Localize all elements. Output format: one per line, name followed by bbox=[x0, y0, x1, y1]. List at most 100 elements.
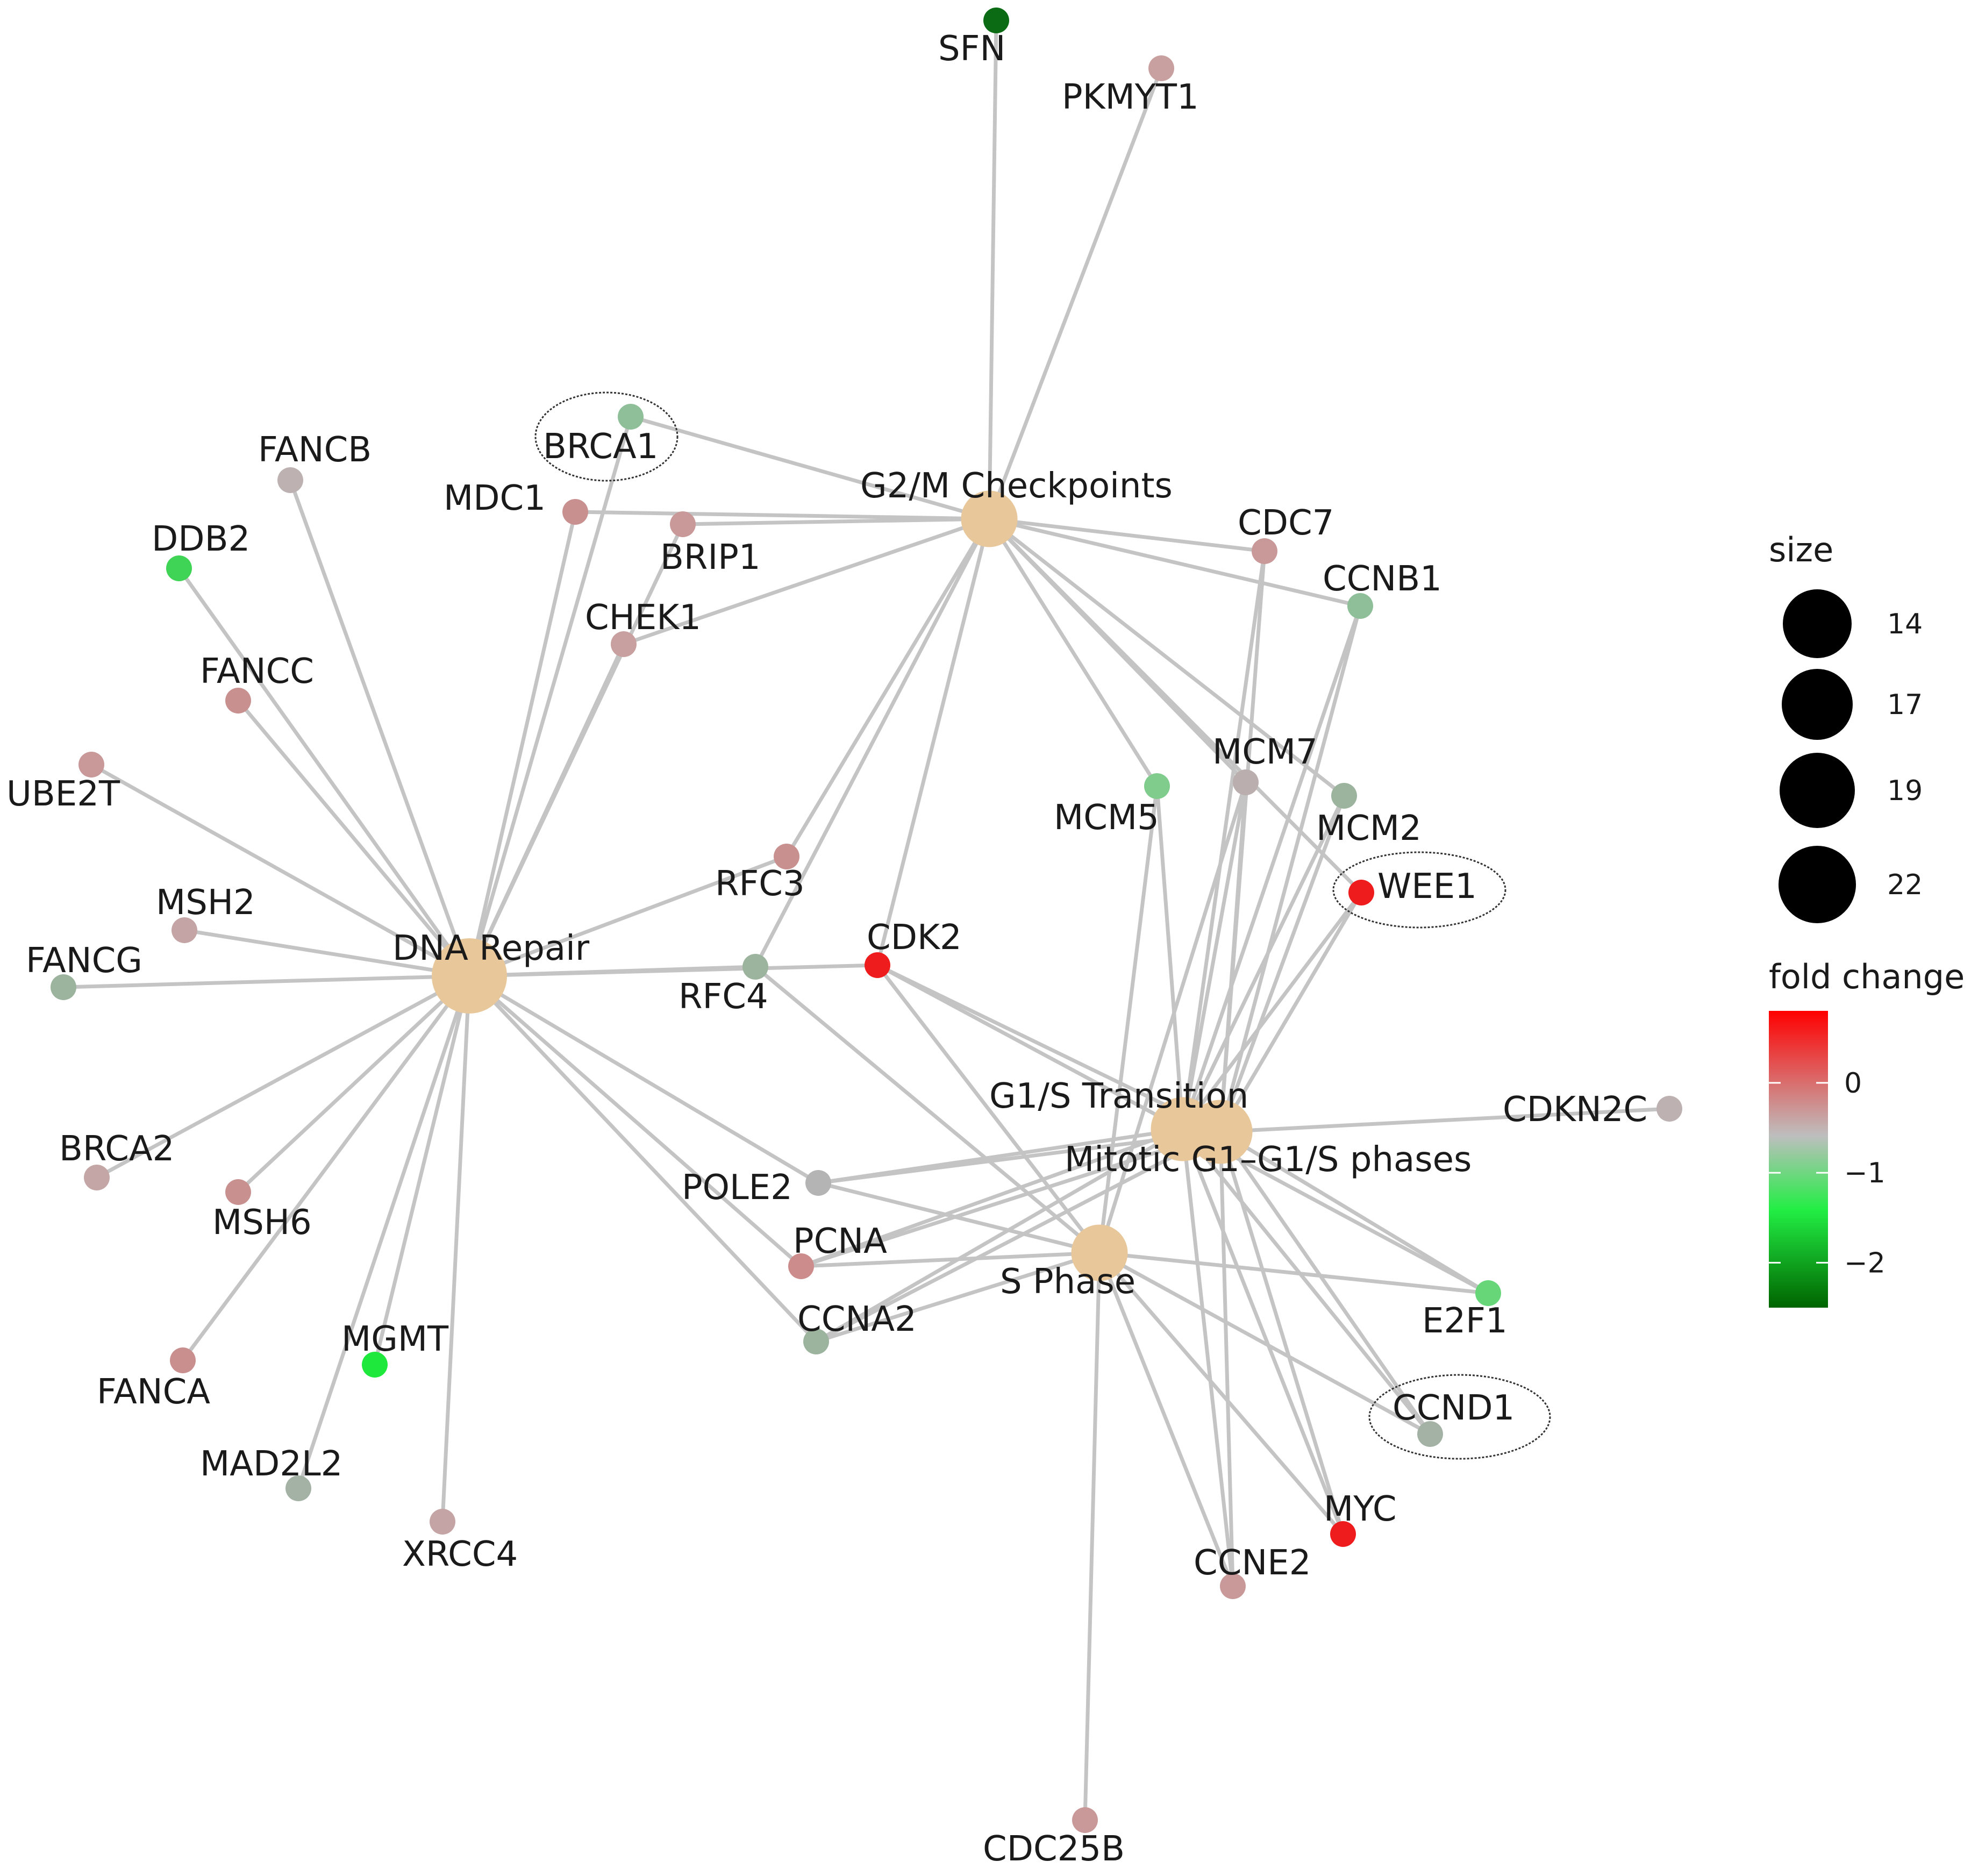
edge-PCNA-sph bbox=[801, 1251, 1100, 1268]
edge-CCND1-sph bbox=[1098, 1251, 1431, 1436]
gene-label-BRCA2: BRCA2 bbox=[59, 1129, 174, 1169]
edge-MDC1-g2m bbox=[575, 510, 990, 521]
category-label-mit: Mitotic G1–G1/S phases bbox=[1065, 1140, 1472, 1180]
edge-PCNA-g1s bbox=[800, 1127, 1184, 1268]
color-scale-ticks: 0−1−2 bbox=[1769, 1067, 1886, 1279]
edge-CDK2-g2m bbox=[875, 518, 991, 966]
gene-label-FANCA: FANCA bbox=[97, 1372, 210, 1412]
gene-node-CCNB1 bbox=[1347, 593, 1373, 619]
gene-label-MSH2: MSH2 bbox=[156, 883, 255, 923]
gene-label-FANCB: FANCB bbox=[258, 430, 372, 470]
category-label-dna: DNA Repair bbox=[392, 929, 590, 968]
edge-POLE2-dna bbox=[468, 974, 819, 1185]
gene-label-MYC: MYC bbox=[1324, 1489, 1397, 1529]
edge-BRCA1-g2m bbox=[630, 415, 990, 521]
gene-label-CDC25B: CDC25B bbox=[983, 1829, 1125, 1869]
color-tick-label-0: 0 bbox=[1844, 1067, 1862, 1100]
size-legend-value-19: 19 bbox=[1887, 775, 1923, 807]
edge-MCM2-g1s bbox=[1181, 795, 1346, 1130]
gene-node-MYC bbox=[1330, 1521, 1356, 1547]
gene-node-CDC25B bbox=[1072, 1807, 1098, 1833]
edge-MYC-mit bbox=[1218, 1131, 1345, 1535]
gene-node-FANCG bbox=[51, 974, 76, 1000]
gene-label-RFC4: RFC4 bbox=[679, 977, 768, 1017]
edge-MYC-sph bbox=[1098, 1251, 1345, 1536]
highlight-ellipse-WEE1 bbox=[1332, 851, 1506, 929]
gene-label-MGMT: MGMT bbox=[341, 1319, 449, 1359]
category-node-dna bbox=[432, 938, 507, 1014]
edge-FANCA-dna bbox=[181, 974, 471, 1362]
edge-BRIP1-g2m bbox=[682, 517, 990, 526]
gene-label-FANCC: FANCC bbox=[200, 652, 314, 691]
edge-WEE1-mit bbox=[1218, 891, 1363, 1133]
edge-RFC3-dna bbox=[468, 854, 788, 978]
gene-label-MSH6: MSH6 bbox=[212, 1203, 312, 1243]
gene-node-MSH2 bbox=[172, 917, 197, 943]
edge-CCNB1-g2m bbox=[989, 517, 1361, 608]
gene-node-MCM5 bbox=[1144, 773, 1170, 799]
gene-node-PCNA bbox=[788, 1253, 814, 1279]
nodes-layer bbox=[51, 8, 1682, 1833]
edge-PKMYT1-g2m bbox=[987, 67, 1163, 520]
gene-node-MDC1 bbox=[562, 499, 588, 525]
gene-node-MAD2L2 bbox=[285, 1475, 311, 1501]
gene-node-MCM7 bbox=[1233, 769, 1259, 795]
gene-label-MDC1: MDC1 bbox=[444, 479, 546, 518]
legend-color-title: fold change bbox=[1769, 957, 1965, 996]
edge-RFC4-g2m bbox=[753, 518, 991, 968]
edge-CCNE2-mit bbox=[1218, 1131, 1235, 1587]
edge-FANCG-dna bbox=[63, 974, 470, 989]
gene-label-PCNA: PCNA bbox=[793, 1222, 887, 1261]
edge-CDC7-g1s bbox=[1181, 551, 1267, 1130]
gene-label-MCM2: MCM2 bbox=[1316, 809, 1422, 848]
gene-label-RFC3: RFC3 bbox=[715, 864, 805, 904]
gene-label-CDC7: CDC7 bbox=[1238, 503, 1334, 543]
gene-label-CCNA2: CCNA2 bbox=[797, 1300, 917, 1339]
size-legend-circle-14 bbox=[1783, 589, 1852, 658]
gene-label-CCND1: CCND1 bbox=[1392, 1388, 1515, 1428]
edge-E2F1-mit bbox=[1219, 1130, 1489, 1295]
gene-label-MAD2L2: MAD2L2 bbox=[200, 1444, 342, 1484]
edge-PCNA-dna bbox=[468, 974, 803, 1268]
edge-CDKN2C-mit bbox=[1220, 1107, 1670, 1134]
edge-FANCB-dna bbox=[288, 479, 472, 977]
gene-label-MCM5: MCM5 bbox=[1054, 798, 1159, 838]
edge-DDB2-dna bbox=[177, 567, 471, 978]
edge-CCNE2-g1s bbox=[1181, 1129, 1235, 1587]
gene-label-PKMYT1: PKMYT1 bbox=[1062, 77, 1199, 117]
gene-node-CCND1 bbox=[1417, 1421, 1443, 1447]
gene-label-CCNB1: CCNB1 bbox=[1323, 559, 1442, 599]
highlight-layer bbox=[534, 391, 1551, 1460]
gene-label-CHEK1: CHEK1 bbox=[585, 598, 701, 638]
edge-CCNB1-g1s bbox=[1181, 605, 1362, 1130]
highlight-ellipse-CCND1 bbox=[1368, 1374, 1551, 1460]
edge-BRCA1-dna bbox=[467, 416, 633, 976]
gene-node-SFN bbox=[983, 8, 1009, 33]
size-legend-circle-22 bbox=[1779, 846, 1856, 923]
gene-node-FANCC bbox=[225, 688, 251, 714]
edge-CCNA2-dna bbox=[468, 974, 818, 1343]
gene-label-MCM7: MCM7 bbox=[1212, 732, 1318, 772]
edge-MYC-g1s bbox=[1181, 1128, 1345, 1535]
edge-WEE1-g1s bbox=[1181, 891, 1363, 1131]
edge-MSH6-dna bbox=[237, 974, 471, 1194]
edge-MGMT-dna bbox=[373, 975, 472, 1365]
edge-CCNA2-sph bbox=[815, 1251, 1101, 1344]
color-scale-bar bbox=[1769, 1011, 1828, 1308]
edge-MCM2-mit bbox=[1218, 795, 1346, 1133]
category-node-sph bbox=[1071, 1224, 1128, 1281]
gene-node-RFC4 bbox=[742, 954, 768, 980]
edge-RFC4-sph bbox=[754, 965, 1101, 1254]
size-legend-value-22: 22 bbox=[1887, 869, 1923, 901]
gene-node-CDK2 bbox=[865, 952, 890, 978]
edge-MCM2-g2m bbox=[988, 517, 1346, 797]
gene-node-CHEK1 bbox=[611, 631, 637, 657]
edge-CCND1-mit bbox=[1219, 1131, 1432, 1435]
gene-node-E2F1 bbox=[1475, 1280, 1501, 1306]
edge-MCM5-sph bbox=[1097, 786, 1159, 1253]
gene-node-FANCB bbox=[277, 467, 303, 493]
